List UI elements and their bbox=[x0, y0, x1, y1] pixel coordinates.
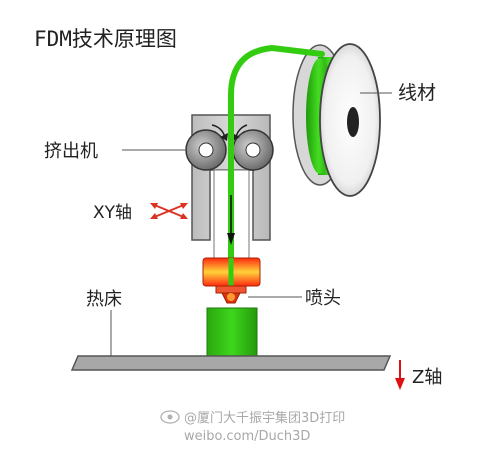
weibo-eye-icon bbox=[160, 410, 180, 424]
left-roller-axle bbox=[198, 142, 214, 158]
heated-bed-plate bbox=[70, 355, 392, 371]
z-axis-label: Z轴 bbox=[412, 367, 442, 388]
printed-part bbox=[206, 307, 258, 363]
hot-end bbox=[202, 257, 261, 304]
xy-arrowhead-3 bbox=[180, 203, 188, 209]
xy-axis-arrows bbox=[150, 203, 188, 219]
heated-bed-label: 热床 bbox=[86, 289, 122, 310]
left-roller-rotation-arrowhead bbox=[220, 133, 228, 141]
watermark-line-2: weibo.com/Duch3D bbox=[184, 429, 310, 444]
watermark-line-1: @厦门大千振宇集团3D打印 bbox=[184, 410, 345, 426]
diagram-title: FDM技术原理图 bbox=[34, 27, 177, 51]
nozzle-upper bbox=[215, 285, 247, 294]
right-roller-axle bbox=[245, 142, 261, 158]
xy-arrow-line-2 bbox=[151, 203, 187, 219]
extruder-label: 挤出机 bbox=[44, 141, 98, 162]
xy-arrowhead-4 bbox=[180, 213, 188, 219]
xy-axis-label: XY轴 bbox=[93, 203, 132, 223]
xy-arrowhead-2 bbox=[150, 213, 158, 219]
spool-hub-hole bbox=[347, 107, 359, 137]
filament-label: 线材 bbox=[398, 82, 436, 104]
xy-arrowhead-1 bbox=[150, 203, 158, 209]
z-axis-arrow bbox=[395, 360, 405, 390]
nozzle-orifice bbox=[227, 293, 235, 301]
filament-strand bbox=[228, 45, 325, 298]
z-arrowhead bbox=[395, 378, 405, 390]
filament-spool bbox=[292, 43, 381, 197]
nozzle-label: 喷头 bbox=[305, 288, 341, 309]
watermark: @厦门大千振宇集团3D打印 weibo.com/Duch3D bbox=[160, 410, 345, 444]
feed-direction-arrowhead bbox=[227, 233, 235, 245]
